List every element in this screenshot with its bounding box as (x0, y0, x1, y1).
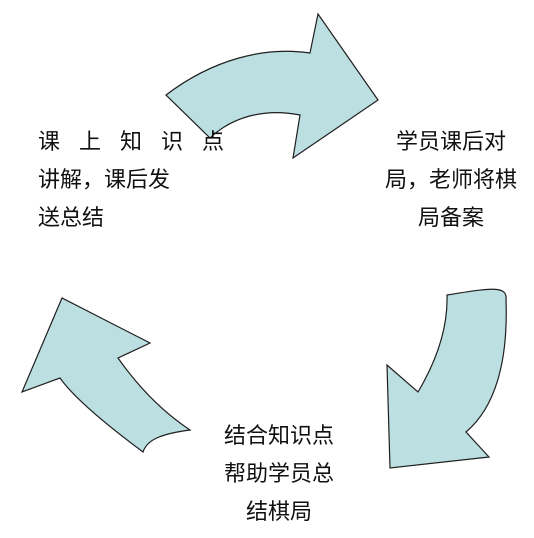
cycle-arrow-top (165, 12, 379, 160)
step-review-line-3: 结棋局 (245, 500, 312, 525)
step-review-label: 结合知识点 帮助学员总 结棋局 (200, 418, 358, 532)
step-record-line-3: 局备案 (417, 206, 484, 231)
cycle-arrow-right (386, 288, 507, 469)
step-lecture-line-3: 送总结 (38, 206, 105, 231)
step-record-line-2: 局，老师将棋 (384, 168, 517, 193)
step-record-label: 学员课后对 局，老师将棋 局备案 (380, 124, 522, 238)
step-lecture-line-2: 讲解，课后发 (38, 168, 171, 193)
step-lecture-line-1: 课 上 知 识 点 (38, 130, 230, 155)
step-review-line-1: 结合知识点 (223, 424, 334, 449)
cycle-arrow-left (20, 297, 192, 453)
step-lecture-label: 课 上 知 识 点 讲解，课后发 送总结 (38, 124, 230, 238)
step-record-line-1: 学员课后对 (395, 130, 506, 155)
step-review-line-2: 帮助学员总 (223, 462, 334, 487)
